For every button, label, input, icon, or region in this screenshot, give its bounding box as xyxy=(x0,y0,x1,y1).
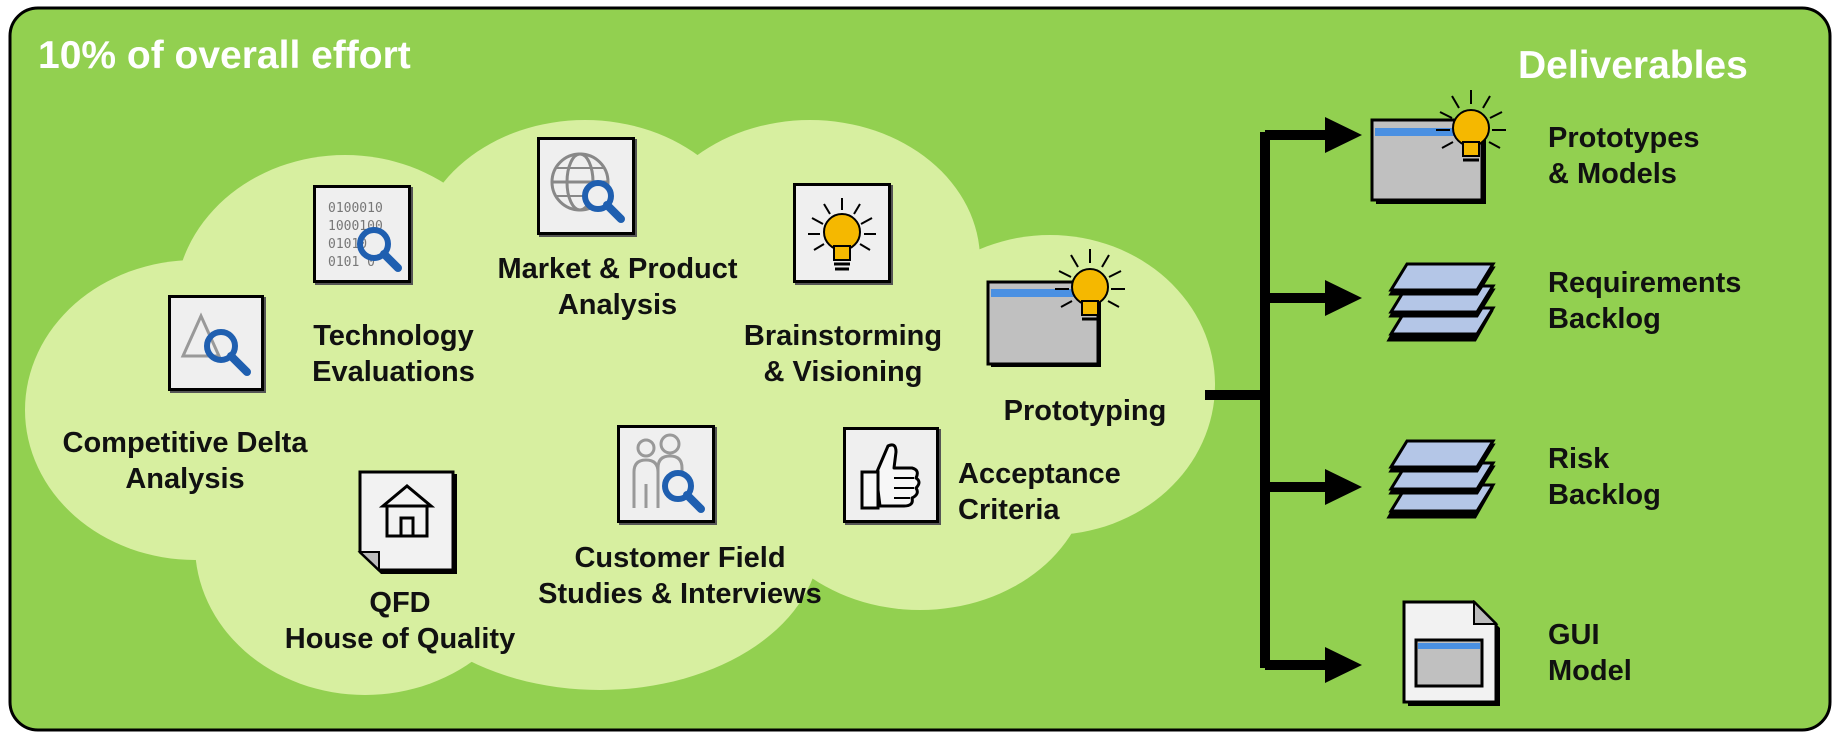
competitive-delta-label: Competitive Delta Analysis xyxy=(30,425,340,497)
customer-field-people-icon xyxy=(617,425,715,523)
qfd-label: QFD House of Quality xyxy=(250,585,550,657)
arrow-risk xyxy=(1325,469,1362,505)
acceptance-label: Acceptance Criteria xyxy=(958,456,1158,528)
deliverable-risk-label: Risk Backlog xyxy=(1548,441,1818,513)
deliverable-connectors xyxy=(1205,130,1330,670)
competitive-delta-line1: Competitive Delta xyxy=(62,427,308,459)
customer-field-label: Customer Field Studies & Interviews xyxy=(510,540,850,612)
deliverable-risk-line1: Risk xyxy=(1548,443,1610,475)
deliverable-prototypes-line2: & Models xyxy=(1548,158,1677,190)
technology-eval-icon: 0100010 1000100 01010 0101 0 xyxy=(313,185,411,283)
deliverable-risk-line2: Backlog xyxy=(1548,479,1661,511)
prototype-window-bulb-icon xyxy=(1370,90,1506,204)
customer-field-line1: Customer Field xyxy=(574,542,786,574)
market-product-line1: Market & Product xyxy=(497,253,738,285)
acceptance-line1: Acceptance xyxy=(958,458,1121,490)
qfd-line2: House of Quality xyxy=(284,623,516,655)
competitive-delta-icon xyxy=(168,295,264,391)
brainstorming-line1: Brainstorming xyxy=(743,320,943,352)
arrow-gui xyxy=(1325,647,1362,683)
qfd-line1: QFD xyxy=(369,587,431,619)
requirements-layers-icon xyxy=(1386,262,1496,342)
market-product-line2: Analysis xyxy=(557,289,678,321)
deliverable-requirements-label: Requirements Backlog xyxy=(1548,265,1818,337)
acceptance-line2: Criteria xyxy=(958,494,1060,526)
arrow-requirements xyxy=(1325,280,1362,316)
technology-eval-label: Technology Evaluations xyxy=(276,318,511,390)
acceptance-thumbs-up-icon xyxy=(843,427,939,523)
deliverable-gui-line1: GUI xyxy=(1548,619,1600,651)
customer-field-line2: Studies & Interviews xyxy=(538,578,822,610)
risk-layers-icon xyxy=(1386,439,1496,519)
prototyping-line1: Prototyping xyxy=(1003,395,1167,427)
deliverable-requirements-line2: Backlog xyxy=(1548,303,1661,335)
arrowheads xyxy=(1325,117,1362,683)
effort-label: 10% of overall effort xyxy=(38,34,411,77)
technology-eval-line1: Technology xyxy=(313,320,474,352)
deliverable-gui-line2: Model xyxy=(1548,655,1632,687)
brainstorming-line2: & Visioning xyxy=(763,356,923,388)
arrow-prototypes xyxy=(1325,117,1362,153)
technology-eval-line2: Evaluations xyxy=(312,356,475,388)
svg-text:0100010: 0100010 xyxy=(328,201,383,216)
competitive-delta-line2: Analysis xyxy=(125,463,245,495)
svg-text:0101 0: 0101 0 xyxy=(328,255,375,270)
prototyping-label: Prototyping xyxy=(975,393,1195,429)
deliverables-title: Deliverables xyxy=(1518,44,1748,87)
qfd-house-icon xyxy=(357,470,457,574)
deliverable-prototypes-line1: Prototypes xyxy=(1548,122,1700,154)
deliverable-gui-label: GUI Model xyxy=(1548,617,1818,689)
deliverable-requirements-line1: Requirements xyxy=(1548,267,1742,299)
prototyping-window-bulb-icon xyxy=(986,249,1125,367)
gui-document-icon xyxy=(1402,600,1500,706)
brainstorming-bulb-icon xyxy=(793,183,891,283)
market-product-globe-icon xyxy=(537,137,635,235)
market-product-label: Market & Product Analysis xyxy=(465,251,770,323)
brainstorming-label: Brainstorming & Visioning xyxy=(718,318,968,390)
deliverable-prototypes-label: Prototypes & Models xyxy=(1548,120,1818,192)
